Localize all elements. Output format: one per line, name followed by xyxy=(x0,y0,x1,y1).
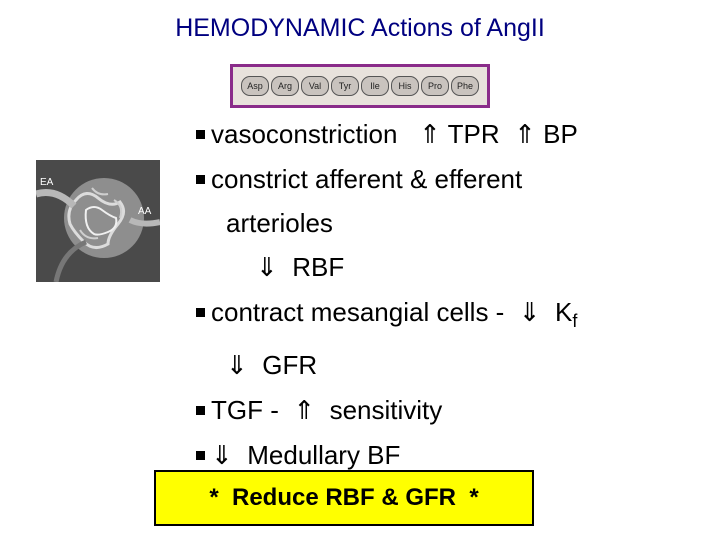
bullet-text: contract mesangial cells - xyxy=(211,297,505,327)
down-arrow-icon: ⇓ xyxy=(518,298,541,328)
bullet-constrict-arterioles: constrict afferent & efferent xyxy=(196,157,706,201)
bullet-square-icon xyxy=(196,307,205,317)
bullet-text: TGF - xyxy=(211,395,279,425)
amino-acid-tyr: Tyr xyxy=(331,76,359,96)
tpr-text: TPR xyxy=(447,119,500,149)
bullet-list: vasoconstriction ⇑ TPR ⇑ BP constrict af… xyxy=(196,112,706,478)
bullet-rbf-effect: ⇓ RBF xyxy=(196,245,706,290)
bullet-square-icon xyxy=(196,405,205,415)
kf-subscript: f xyxy=(572,311,578,331)
up-arrow-icon: ⇑ xyxy=(419,120,441,150)
down-arrow-icon: ⇓ xyxy=(211,441,233,471)
summary-callout: * Reduce RBF & GFR * xyxy=(154,470,534,526)
micrograph-label-ea: EA xyxy=(40,177,54,188)
bullet-continuation: arterioles xyxy=(226,208,333,238)
amino-acid-his: His xyxy=(391,76,419,96)
sensitivity-text: sensitivity xyxy=(329,395,443,425)
glomerulus-micrograph: EA AA xyxy=(36,160,160,282)
bullet-tgf: TGF - ⇑ sensitivity xyxy=(196,388,706,433)
down-arrow-icon: ⇓ xyxy=(226,351,248,381)
bullet-vasoconstriction: vasoconstriction ⇑ TPR ⇑ BP xyxy=(196,112,706,157)
bp-text: BP xyxy=(543,119,578,149)
rbf-text: RBF xyxy=(292,252,345,282)
amino-acid-asp: Asp xyxy=(241,76,269,96)
slide-title: HEMODYNAMIC Actions of AngII xyxy=(175,14,545,42)
bullet-mesangial-cells: contract mesangial cells - ⇓ Kf xyxy=(196,290,706,343)
bullet-square-icon xyxy=(196,450,205,460)
gfr-text: GFR xyxy=(262,350,318,380)
bullet-square-icon xyxy=(196,174,205,184)
up-arrow-icon: ⇑ xyxy=(514,120,536,150)
amino-acid-pro: Pro xyxy=(421,76,449,96)
bullet-square-icon xyxy=(196,129,205,139)
down-arrow-icon: ⇓ xyxy=(256,253,278,283)
amino-acid-phe: Phe xyxy=(451,76,479,96)
angiotensin-peptide-chain: Asp Arg Val Tyr Ile His Pro Phe xyxy=(230,64,490,108)
micrograph-label-aa: AA xyxy=(138,206,152,217)
amino-acid-arg: Arg xyxy=(271,76,299,96)
medullary-bf-text: Medullary BF xyxy=(247,440,401,470)
bullet-gfr-effect: ⇓ GFR xyxy=(196,343,706,388)
amino-acid-val: Val xyxy=(301,76,329,96)
amino-acid-ile: Ile xyxy=(361,76,389,96)
up-arrow-icon: ⇑ xyxy=(293,396,316,426)
bullet-text: constrict afferent & efferent xyxy=(211,164,523,194)
bullet-text: vasoconstriction xyxy=(211,119,398,149)
kf-text: K xyxy=(555,297,573,327)
bullet-medullary-bf: ⇓ Medullary BF xyxy=(196,433,706,478)
